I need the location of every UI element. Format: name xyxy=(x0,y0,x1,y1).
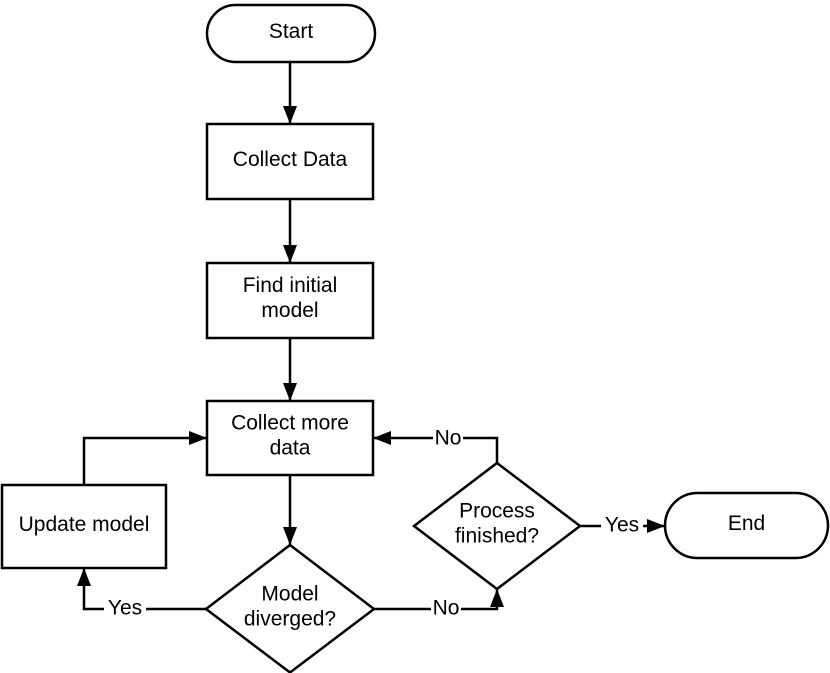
end-terminator-shape xyxy=(663,491,830,560)
model-diverged-label-line2: diverged? xyxy=(244,608,336,631)
edge-model-diverged-yes-to-update-model xyxy=(77,568,206,611)
node-end: End xyxy=(663,491,830,560)
no-label-top: No xyxy=(435,427,462,450)
collect-more-data-label-line2: data xyxy=(270,437,311,460)
edge-label-process-finished-yes: Yes xyxy=(601,514,643,537)
collect-more-data-label-line1: Collect more xyxy=(231,412,349,435)
process-finished-label-line2: finished? xyxy=(455,525,539,548)
nodes-layer: Start Collect Data Find initial model Co… xyxy=(0,3,830,673)
find-initial-model-process-shape xyxy=(205,261,375,340)
edge-labels-layer: Yes No No Yes xyxy=(104,427,643,620)
node-process-finished: Process finished? xyxy=(411,461,583,591)
node-collect-data: Collect Data xyxy=(205,122,375,201)
yes-label-right: Yes xyxy=(605,514,639,537)
node-find-initial-model: Find initial model xyxy=(205,261,375,340)
edge-model-diverged-no-to-process-finished xyxy=(374,589,504,611)
yes-label-left: Yes xyxy=(108,597,142,620)
edge-label-model-diverged-no: No xyxy=(431,597,461,620)
edge-update-model-to-collect-more-data xyxy=(82,431,207,485)
node-model-diverged: Model diverged? xyxy=(203,543,377,673)
find-initial-model-label-line1: Find initial xyxy=(243,274,338,297)
collect-data-process-shape xyxy=(205,122,375,201)
edge-label-model-diverged-yes: Yes xyxy=(104,597,146,620)
label-bg xyxy=(601,516,643,534)
start-label: Start xyxy=(269,20,314,43)
process-finished-label-line1: Process xyxy=(459,500,535,523)
edge-label-process-finished-no: No xyxy=(433,427,463,450)
label-bg xyxy=(431,599,461,617)
edge-process-finished-no-to-collect-more-data xyxy=(373,431,499,463)
find-initial-model-label-line2: model xyxy=(261,299,318,322)
no-label-bottom: No xyxy=(433,597,460,620)
start-terminator-shape xyxy=(205,3,377,64)
update-model-label: Update model xyxy=(19,513,150,536)
node-collect-more-data: Collect more data xyxy=(205,399,375,477)
label-bg xyxy=(104,599,146,617)
label-bg xyxy=(433,429,463,447)
collect-data-label: Collect Data xyxy=(233,148,348,171)
node-start: Start xyxy=(205,3,377,64)
update-model-process-shape xyxy=(0,483,168,570)
end-label: End xyxy=(728,512,765,535)
process-finished-decision-shape xyxy=(411,461,583,591)
collect-more-data-process-shape xyxy=(205,399,375,477)
model-diverged-label-line1: Model xyxy=(261,583,318,606)
node-update-model: Update model xyxy=(0,483,168,570)
